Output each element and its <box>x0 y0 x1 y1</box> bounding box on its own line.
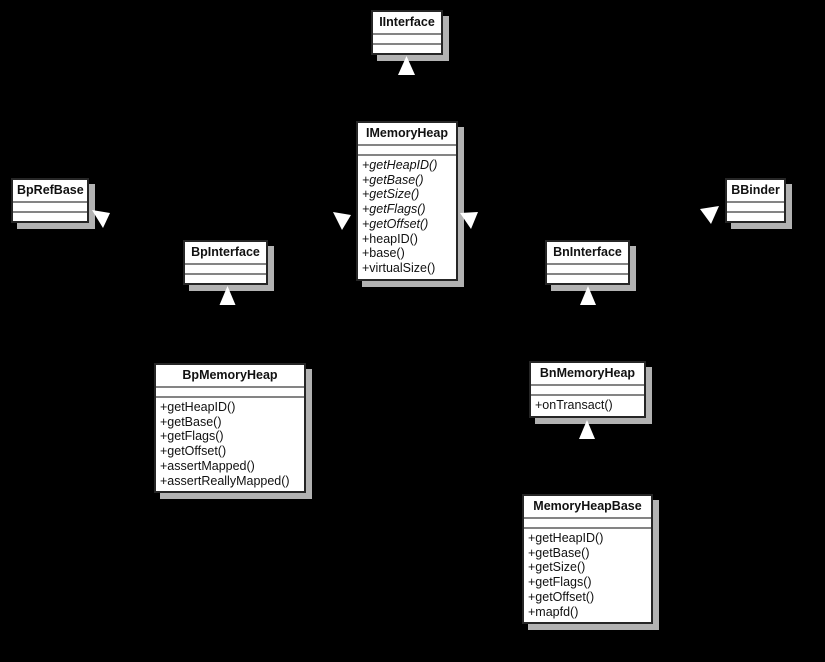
attributes-compartment <box>185 265 266 275</box>
method-item: +onTransact() <box>535 398 613 412</box>
attributes-compartment <box>358 146 456 156</box>
method-item: +assertMapped() <box>160 458 255 473</box>
method-item: +assertReallyMapped() <box>160 473 290 488</box>
class-title: BpInterface <box>185 242 266 265</box>
methods-compartment <box>13 213 87 221</box>
class-box-bpinterface[interactable]: BpInterface <box>183 240 268 285</box>
class-box-bprefbase[interactable]: BpRefBase <box>11 178 89 223</box>
methods-compartment: +getHeapID()+getBase()+getSize()+getFlag… <box>524 529 651 622</box>
method-item: +getHeapID() <box>362 158 438 172</box>
class-box-bpmemoryheap[interactable]: BpMemoryHeap +getHeapID()+getBase()+getF… <box>154 363 306 494</box>
method-item: +mapfd() <box>528 604 579 619</box>
method-item: +getOffset() <box>362 216 429 231</box>
method-item: +getSize() <box>528 560 586 575</box>
method-item: +getFlags() <box>362 202 426 217</box>
method-item: +getFlags() <box>160 429 224 444</box>
inheritance-arrowhead-bpinterface-to-bprefbase <box>92 210 110 228</box>
methods-compartment <box>373 45 441 53</box>
method-item: +getBase() <box>160 414 222 429</box>
method-item: +getHeapID() <box>528 531 604 545</box>
inheritance-arrowhead-bnmemoryheap-to-bninterface <box>580 286 596 305</box>
inheritance-arrowhead-memoryheapbase-to-bnmemoryheap <box>579 420 595 439</box>
attributes-compartment <box>531 386 644 396</box>
inheritance-arrowhead-imemoryheap-to-iinterface <box>398 56 415 75</box>
inheritance-arrowhead-bpinterface-to-imemoryheap <box>333 212 351 230</box>
method-item: +getHeapID() <box>160 400 236 414</box>
method-item: +getOffset() <box>528 589 595 604</box>
class-box-bnmemoryheap[interactable]: BnMemoryHeap +onTransact() <box>529 361 646 418</box>
method-item: +getBase() <box>528 545 590 560</box>
methods-compartment: +getHeapID()+getBase()+getFlags()+getOff… <box>156 398 304 491</box>
class-title: BpRefBase <box>13 180 87 203</box>
method-item: +getOffset() <box>160 444 227 459</box>
attributes-compartment <box>547 265 628 275</box>
class-box-imemoryheap[interactable]: IMemoryHeap +getHeapID()+getBase()+getSi… <box>356 121 458 281</box>
class-box-bbinder[interactable]: BBinder <box>725 178 786 223</box>
attributes-compartment <box>373 35 441 45</box>
class-title: BpMemoryHeap <box>156 365 304 388</box>
attributes-compartment <box>524 519 651 529</box>
inheritance-arrowhead-bpmemoryheap-to-bpinterface <box>219 286 236 305</box>
methods-compartment <box>547 275 628 283</box>
method-item: +base() <box>362 246 405 261</box>
class-title: IInterface <box>373 12 441 35</box>
class-title: BBinder <box>727 180 784 203</box>
class-title: BnInterface <box>547 242 628 265</box>
methods-compartment: +onTransact() <box>531 396 644 416</box>
method-item: +getBase() <box>362 172 424 187</box>
class-title: BnMemoryHeap <box>531 363 644 386</box>
inheritance-arrowhead-bninterface-to-imemoryheap <box>460 212 478 229</box>
class-box-iinterface[interactable]: IInterface <box>371 10 443 55</box>
method-item: +heapID() <box>362 231 418 246</box>
methods-compartment <box>727 213 784 221</box>
methods-compartment <box>185 275 266 283</box>
attributes-compartment <box>156 388 304 398</box>
inheritance-arrowhead-bninterface-to-bbinder <box>700 206 719 224</box>
attributes-compartment <box>727 203 784 213</box>
class-box-memoryheapbase[interactable]: MemoryHeapBase +getHeapID()+getBase()+ge… <box>522 494 653 625</box>
class-title: IMemoryHeap <box>358 123 456 146</box>
methods-compartment: +getHeapID()+getBase()+getSize()+getFlag… <box>358 156 456 279</box>
attributes-compartment <box>13 203 87 213</box>
class-box-bninterface[interactable]: BnInterface <box>545 240 630 285</box>
method-item: +getSize() <box>362 187 420 202</box>
class-title: MemoryHeapBase <box>524 496 651 519</box>
method-item: +virtualSize() <box>362 260 436 275</box>
method-item: +getFlags() <box>528 575 592 590</box>
